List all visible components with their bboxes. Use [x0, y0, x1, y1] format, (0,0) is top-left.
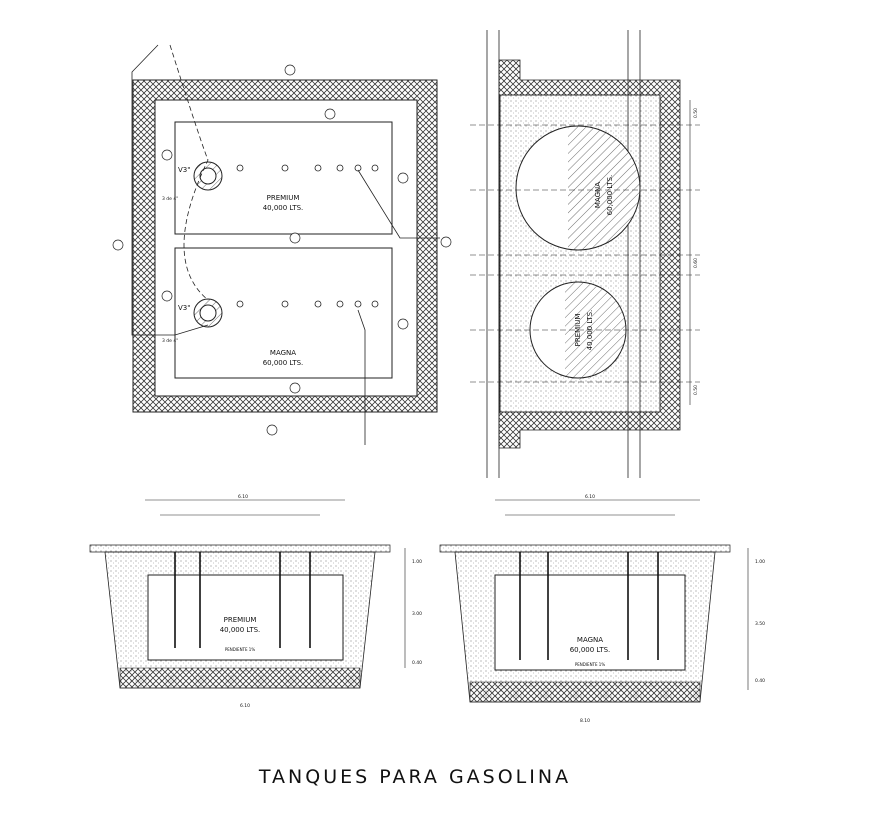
elev-magna-pipes [519, 552, 659, 660]
elev-premium-bottom-dim: 6.10 [240, 703, 250, 709]
section-magna-name: MAGNA [594, 182, 602, 208]
elev-magna-slope: PENDIENTE 1% [575, 662, 605, 667]
section-view: MAGNA 60,000 LTS. PREMIUM 40,000 LTS. 0.… [470, 30, 700, 478]
elev-premium-right-dim: 1.00 [412, 559, 422, 565]
manhole-icon [199, 167, 217, 185]
plan-callouts [112, 64, 452, 436]
plan-premium-capacity: 40,000 LTS. [263, 204, 304, 212]
plan-tank-premium [174, 121, 393, 235]
elev-magna-tank [494, 574, 686, 671]
elev-premium-capacity: 40,000 LTS. [220, 626, 261, 634]
leader-line [357, 169, 440, 239]
elev-premium-pipes [174, 552, 311, 648]
drawing-title: TANQUES PARA GASOLINA [258, 766, 572, 788]
plan-tank-magna [174, 247, 393, 379]
section-dim: 0.50 [693, 108, 699, 118]
fitting-row-magna [236, 300, 379, 308]
elev-premium-slope: PENDIENTE 1% [225, 647, 255, 652]
leader-line [131, 44, 209, 336]
elev-premium-right-dim: 3.00 [412, 611, 422, 617]
vent-label: V3" [178, 304, 190, 312]
plan-magna-name: MAGNA [270, 349, 296, 357]
elev-premium-right-dim: 0.40 [412, 660, 422, 666]
elevation-premium: PREMIUM 40,000 LTS. PENDIENTE 1% 6.10 6.… [89, 494, 422, 709]
pipe-note: 3 de 4" [162, 196, 178, 202]
elev-magna-capacity: 60,000 LTS. [570, 646, 611, 654]
plan-view: PREMIUM 40,000 LTS. MAGNA 60,000 LTS. V3… [112, 44, 452, 445]
manhole-icon [199, 304, 217, 322]
elev-magna-bottom-dim: 8.10 [580, 718, 590, 724]
elevation-magna: MAGNA 60,000 LTS. PENDIENTE 1% 6.10 8.10… [439, 494, 765, 724]
fitting-row-premium [236, 164, 379, 172]
section-magna-capacity: 60,000 LTS. [606, 175, 614, 216]
elev-magna-top-dim: 6.10 [585, 494, 595, 500]
leader-line [357, 309, 366, 445]
section-dim: 0.60 [693, 258, 699, 268]
plan-hatched-border [132, 79, 438, 413]
elev-magna-name: MAGNA [577, 636, 603, 644]
pipe-note: 3 de 4" [162, 338, 178, 344]
section-guides [470, 124, 700, 383]
elev-magna-right-dim: 1.00 [755, 559, 765, 565]
elev-premium-name: PREMIUM [224, 616, 257, 624]
pipe-route-line [169, 44, 209, 301]
plan-magna-capacity: 60,000 LTS. [263, 359, 304, 367]
section-dim: 0.50 [693, 385, 699, 395]
plan-premium-name: PREMIUM [267, 194, 300, 202]
vent-label: V3" [178, 166, 190, 174]
elev-premium-top-dim: 6.10 [238, 494, 248, 500]
elev-magna-right-dim: 3.50 [755, 621, 765, 627]
elev-magna-right-dim: 0.40 [755, 678, 765, 684]
